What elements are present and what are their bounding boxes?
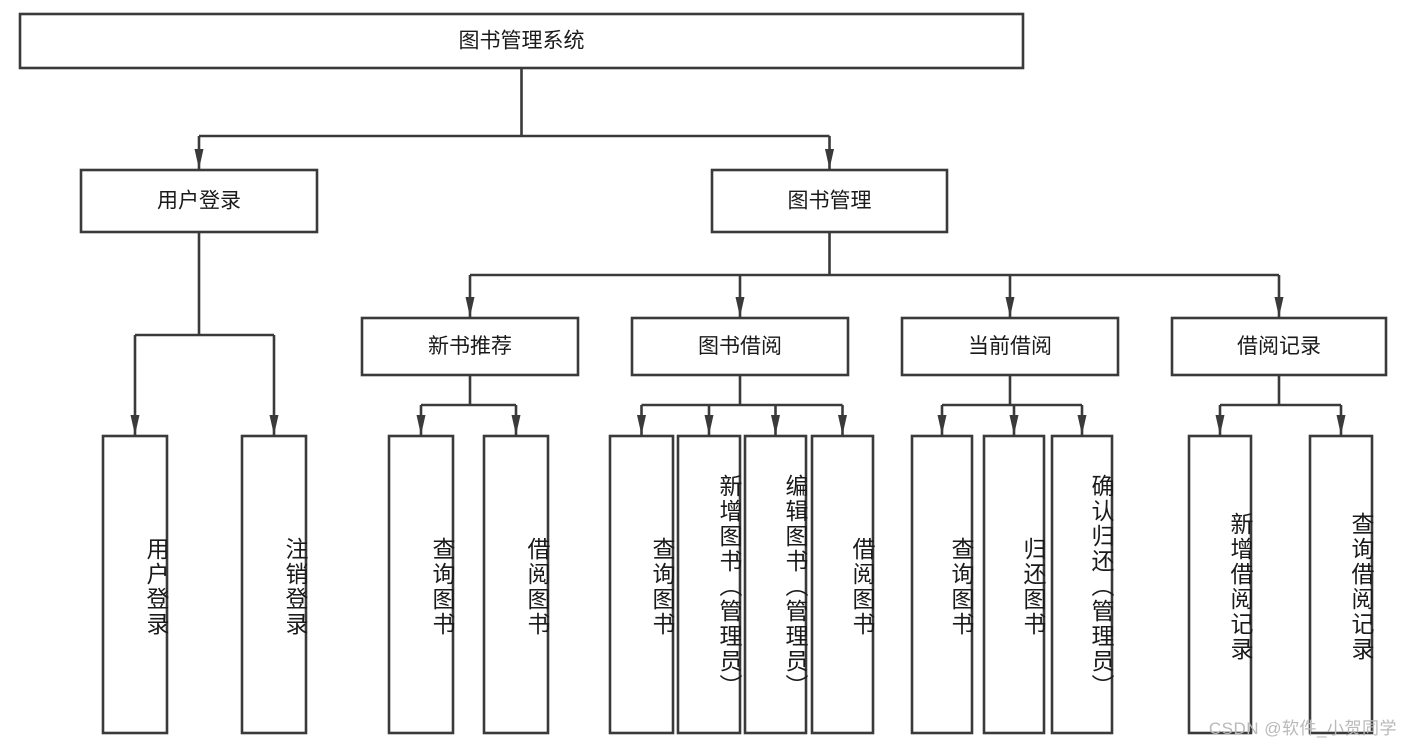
leaf-box-leaf-borrow-book[interactable]: [810, 434, 875, 735]
arrow-head-leaf-borrow-book-rec: [511, 415, 521, 435]
node-label-user-login: 用户登录: [157, 190, 241, 213]
arrow-head-current-borrow: [1005, 297, 1015, 317]
arrow-head-leaf-query-book-cur: [937, 415, 947, 435]
node-box-borrow-record[interactable]: [1170, 316, 1388, 377]
arrow-head-borrow-record: [1274, 297, 1284, 317]
arrow-head-leaf-query-book-rec: [416, 415, 426, 435]
node-box-root-root[interactable]: [18, 12, 1025, 70]
leaf-box-leaf-add-book[interactable]: [676, 434, 742, 735]
leaf-box-leaf-edit-book[interactable]: [743, 434, 808, 735]
edges-layer: [130, 68, 1346, 435]
leaf-box-leaf-query-book-rec[interactable]: [387, 434, 455, 735]
arrow-head-leaf-user-logout: [269, 415, 279, 435]
arrow-head-leaf-add-book: [704, 415, 714, 435]
node-box-book-manage[interactable]: [710, 168, 949, 234]
watermark-text: CSDN @软件_小贺同学: [1208, 719, 1397, 738]
arrow-head-leaf-edit-book: [771, 415, 780, 435]
node-box-current-borrow[interactable]: [900, 316, 1120, 377]
node-label-book-manage: 图书管理: [788, 190, 872, 213]
arrow-head-leaf-user-login: [130, 415, 140, 435]
arrow-head-leaf-borrow-book: [838, 415, 847, 435]
node-box-user-login[interactable]: [79, 168, 319, 234]
leaf-box-leaf-query-book-cur[interactable]: [910, 434, 974, 735]
arrow-head-leaf-add-record: [1215, 415, 1225, 435]
leaf-box-leaf-return-book[interactable]: [982, 434, 1046, 735]
leaf-box-leaf-query-record[interactable]: [1308, 434, 1374, 735]
arrow-head-leaf-query-record: [1336, 415, 1346, 435]
node-label-borrow-record: 借阅记录: [1237, 335, 1321, 358]
arrow-head-leaf-return-book: [1009, 415, 1019, 435]
arrow-head-leaf-confirm-return: [1077, 415, 1087, 435]
arrow-head-book-borrow: [735, 297, 745, 317]
node-box-new-book-rec[interactable]: [360, 316, 580, 377]
arrow-head-new-book-rec: [465, 297, 475, 317]
leaf-box-leaf-confirm-return[interactable]: [1050, 434, 1114, 735]
leaf-box-leaf-add-record[interactable]: [1187, 434, 1253, 735]
node-label-root: 图书管理系统: [459, 30, 585, 53]
leaf-box-leaf-borrow-book-rec[interactable]: [482, 434, 550, 735]
arrow-head-leaf-query-book-borrow: [637, 415, 646, 435]
node-box-book-borrow[interactable]: [630, 316, 850, 377]
leaf-box-leaf-query-book-borrow[interactable]: [608, 434, 675, 735]
leaf-box-leaf-user-login[interactable]: [101, 434, 169, 735]
node-label-book-borrow: 图书借阅: [698, 335, 782, 358]
leaf-box-leaf-user-logout[interactable]: [240, 434, 308, 735]
node-label-new-book-rec: 新书推荐: [428, 335, 512, 358]
arrow-head-book-manage: [825, 149, 834, 169]
boxes-layer: [18, 12, 1388, 735]
arrow-head-user-login: [194, 149, 204, 169]
node-label-current-borrow: 当前借阅: [968, 335, 1052, 358]
